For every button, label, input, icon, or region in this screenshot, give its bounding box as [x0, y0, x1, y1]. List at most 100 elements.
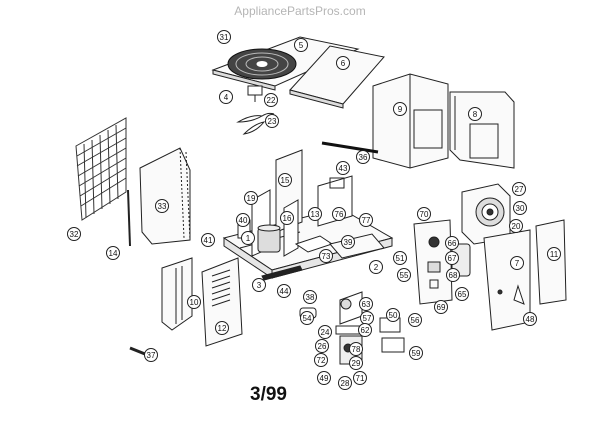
- callout-54: 54: [300, 311, 314, 325]
- callout-number: 78: [352, 345, 361, 354]
- callout-number: 77: [362, 216, 371, 225]
- callout-11: 11: [547, 247, 561, 261]
- louver-grille-part: [201, 257, 243, 347]
- callout-number: 69: [437, 303, 446, 312]
- callout-circle: [338, 376, 352, 390]
- callout-circle: [408, 313, 422, 327]
- callout-16: 16: [280, 211, 294, 225]
- callout-28: 28: [338, 376, 352, 390]
- callout-number: 32: [70, 230, 79, 239]
- callout-circle: [509, 219, 523, 233]
- compressor-part: [257, 224, 281, 253]
- callout-8: 8: [468, 107, 482, 121]
- callout-66: 66: [445, 236, 459, 250]
- callout-57: 57: [360, 311, 374, 325]
- callout-5: 5: [294, 38, 308, 52]
- callout-number: 65: [458, 290, 467, 299]
- callout-circle: [244, 191, 258, 205]
- callout-32: 32: [67, 227, 81, 241]
- callout-number: 20: [512, 222, 521, 231]
- callout-circle: [155, 199, 169, 213]
- callout-10: 10: [187, 295, 201, 309]
- callout-number: 22: [267, 96, 276, 105]
- callout-number: 2: [374, 263, 379, 272]
- callout-63: 63: [359, 297, 373, 311]
- callout-39: 39: [341, 235, 355, 249]
- callout-number: 14: [109, 249, 118, 258]
- callout-circle: [445, 251, 459, 265]
- callout-70: 70: [417, 207, 431, 221]
- callout-71: 71: [353, 371, 367, 385]
- callout-69: 69: [434, 300, 448, 314]
- callout-number: 33: [158, 202, 167, 211]
- filter-part: [535, 219, 567, 305]
- callout-3: 3: [252, 278, 266, 292]
- callout-circle: [217, 30, 231, 44]
- callout-number: 3: [257, 281, 262, 290]
- callout-circle: [252, 278, 266, 292]
- callout-circle: [336, 161, 350, 175]
- callout-number: 36: [359, 153, 368, 162]
- callout-15: 15: [278, 173, 292, 187]
- callout-circle: [201, 233, 215, 247]
- callout-44: 44: [277, 284, 291, 298]
- drain-tray-part: [329, 233, 385, 259]
- callout-circle: [547, 247, 561, 261]
- callout-circle: [409, 346, 423, 360]
- callout-number: 49: [320, 374, 329, 383]
- callout-number: 70: [420, 210, 429, 219]
- callout-59: 59: [409, 346, 423, 360]
- side-panel-left-part: [372, 73, 449, 169]
- callout-circle: [393, 102, 407, 116]
- callout-65: 65: [455, 287, 469, 301]
- callout-circle: [341, 235, 355, 249]
- callout-circle: [280, 211, 294, 225]
- callout-number: 63: [362, 300, 371, 309]
- callout-circle: [417, 207, 431, 221]
- callout-number: 73: [322, 252, 331, 261]
- callout-number: 59: [412, 349, 421, 358]
- callout-circle: [512, 182, 526, 196]
- callout-circle: [446, 268, 460, 282]
- callout-22: 22: [264, 93, 278, 107]
- callout-number: 68: [449, 271, 458, 280]
- callout-number: 54: [303, 314, 312, 323]
- callout-circle: [349, 342, 363, 356]
- callout-circle: [318, 325, 332, 339]
- callout-number: 26: [318, 342, 327, 351]
- callout-circle: [219, 90, 233, 104]
- callout-circle: [510, 256, 524, 270]
- callout-number: 13: [311, 210, 320, 219]
- callout-circle: [332, 207, 346, 221]
- callout-circle: [358, 323, 372, 337]
- front-panel-part: [483, 229, 531, 331]
- callout-19: 19: [244, 191, 258, 205]
- callout-number: 10: [190, 298, 199, 307]
- callout-55: 55: [397, 268, 411, 282]
- callout-49: 49: [317, 371, 331, 385]
- callout-number: 39: [344, 238, 353, 247]
- callout-circle: [300, 311, 314, 325]
- motor-mount-part: [247, 85, 263, 102]
- callout-circle: [215, 321, 229, 335]
- callout-14: 14: [106, 246, 120, 260]
- fan-grille-part: [227, 48, 297, 80]
- callout-number: 41: [204, 236, 213, 245]
- callout-51: 51: [393, 251, 407, 265]
- switch-part: [379, 317, 405, 353]
- callout-67: 67: [445, 251, 459, 265]
- callout-12: 12: [215, 321, 229, 335]
- callout-circle: [353, 371, 367, 385]
- callout-30: 30: [513, 201, 527, 215]
- callout-circle: [264, 93, 278, 107]
- callout-number: 1: [246, 234, 251, 243]
- callout-number: 50: [389, 311, 398, 320]
- callout-circle: [144, 348, 158, 362]
- side-panel-right-part: [449, 91, 515, 169]
- callout-circle: [359, 297, 373, 311]
- callout-number: 43: [339, 164, 348, 173]
- gasket-strip-part: [321, 141, 379, 154]
- callout-number: 27: [515, 185, 524, 194]
- callout-number: 44: [280, 287, 289, 296]
